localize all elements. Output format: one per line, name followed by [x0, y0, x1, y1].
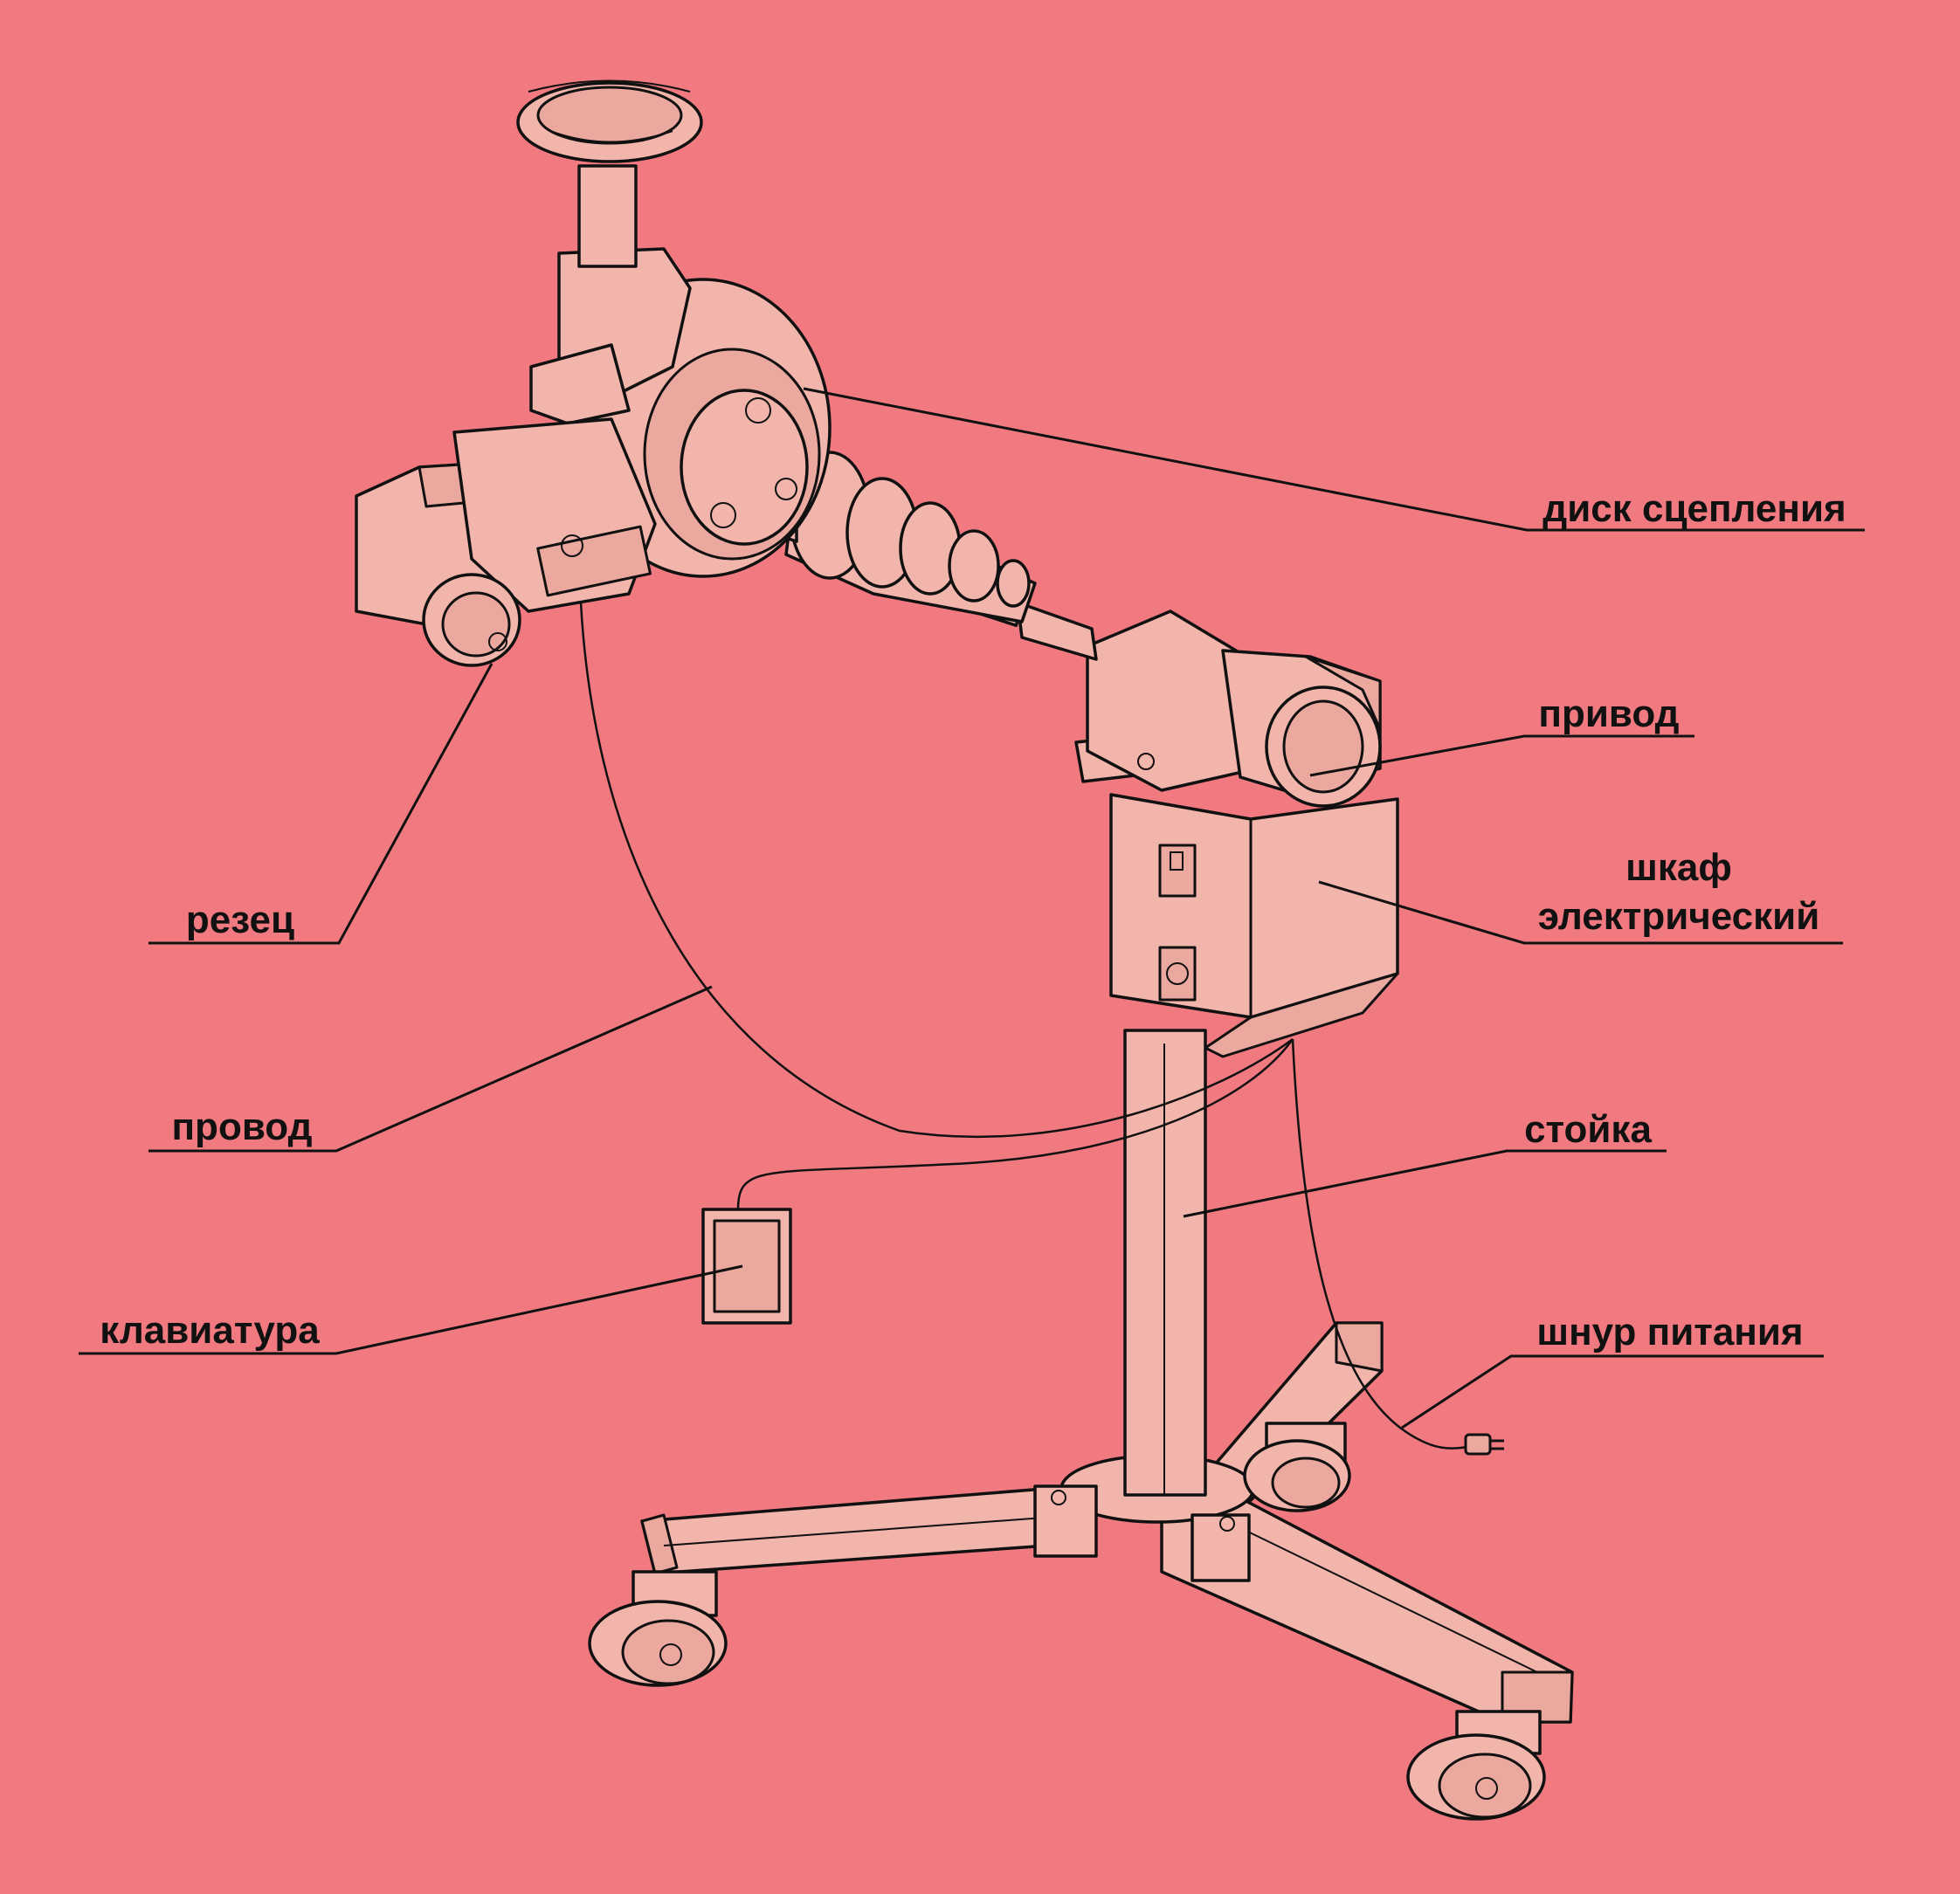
wires: [579, 602, 1504, 1456]
label-drive: привод: [1538, 692, 1679, 735]
caster-left: [588, 1570, 728, 1687]
keypad: [701, 1208, 792, 1325]
label-wire: провод: [171, 1105, 312, 1148]
label-power-cord: шнур питания: [1536, 1311, 1803, 1353]
stand-column: [1123, 1029, 1207, 1497]
label-cabinet-line1: шкаф: [1625, 846, 1732, 889]
labels: диск сцепления привод шкаф электрический…: [100, 487, 1846, 1353]
caster-back: [1243, 1422, 1351, 1512]
gear-housing: [516, 79, 703, 425]
electrical-cabinet: [1109, 793, 1399, 1058]
tripod-base: [640, 1321, 1574, 1724]
label-stand: стойка: [1524, 1108, 1652, 1151]
cutter-head: [355, 417, 657, 667]
drive-motor: [1074, 610, 1382, 808]
leader-lines: [79, 387, 1865, 1429]
label-keypad: клавиатура: [100, 1309, 320, 1352]
caster-right: [1406, 1710, 1546, 1821]
label-clutch-disc: диск сцепления: [1542, 487, 1846, 530]
label-cutter: резец: [186, 899, 294, 941]
label-cabinet-line2: электрический: [1538, 895, 1820, 938]
